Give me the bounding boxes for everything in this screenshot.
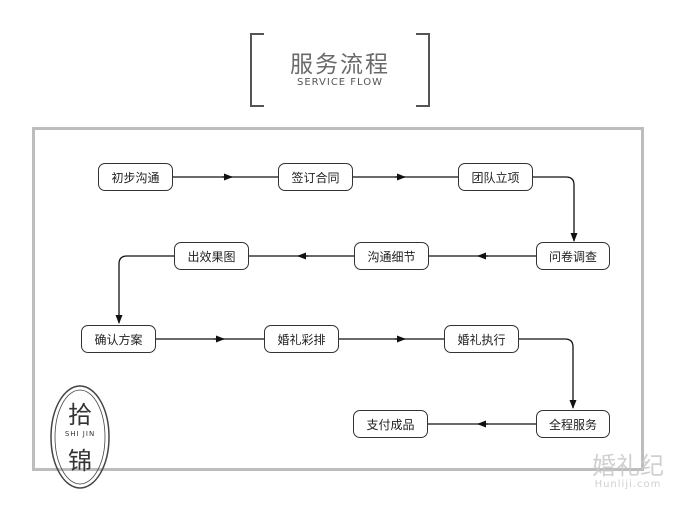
step-sign-contract: 签订合同 — [278, 163, 353, 191]
page-title: 服务流程 — [290, 52, 390, 78]
arrow-s9-s10 — [519, 338, 577, 409]
step-questionnaire: 问卷调查 — [536, 242, 610, 270]
step-team-project: 团队立项 — [458, 163, 533, 191]
step-full-service: 全程服务 — [536, 410, 610, 438]
title-bracket-right — [416, 33, 430, 107]
logo-top-char: 拾 — [68, 401, 92, 429]
watermark-cn: 婚礼纪 — [592, 452, 664, 480]
logo-ring-icon — [50, 385, 110, 489]
watermark-url: Hunliji.com — [594, 479, 662, 490]
brand-logo: 拾 SHI JIN 锦 — [47, 383, 113, 491]
step-initial-communication: 初步沟通 — [98, 163, 173, 191]
step-wedding-execution: 婚礼执行 — [444, 325, 519, 353]
step-wedding-rehearsal: 婚礼彩排 — [264, 325, 339, 353]
step-pay-products: 支付成品 — [353, 410, 428, 438]
logo-bottom-char: 锦 — [68, 447, 92, 475]
page-subtitle: SERVICE FLOW — [296, 77, 384, 88]
step-renderings: 出效果图 — [174, 242, 249, 270]
title-bracket-left — [250, 33, 264, 107]
step-communicate-details: 沟通细节 — [354, 242, 429, 270]
arrow-s3-s4 — [533, 176, 578, 242]
arrow-s6-s7 — [115, 255, 176, 324]
watermark: 婚礼纪 Hunliji.com — [592, 453, 664, 490]
logo-pinyin: SHI JIN — [64, 430, 96, 438]
title-frame: 服务流程 SERVICE FLOW — [250, 33, 430, 107]
step-confirm-plan: 确认方案 — [81, 325, 156, 353]
